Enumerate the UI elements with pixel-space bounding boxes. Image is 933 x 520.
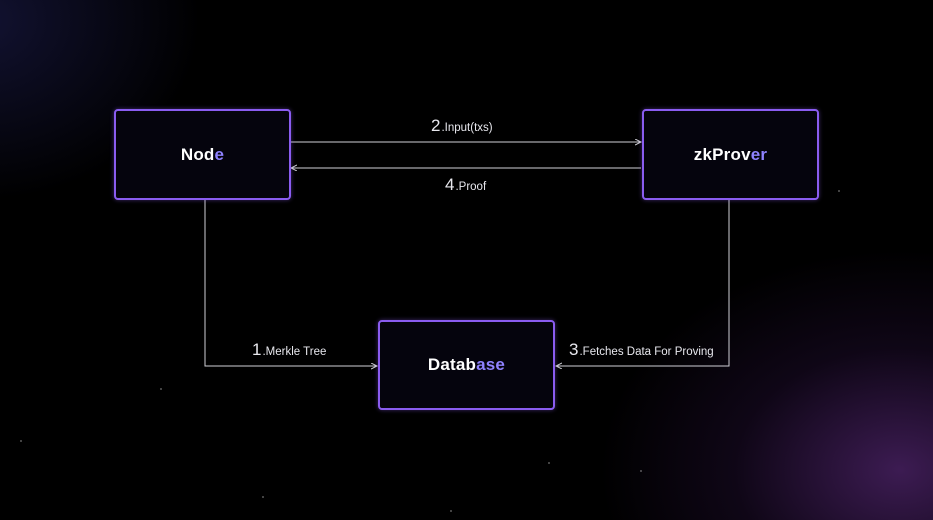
background-star xyxy=(640,470,642,472)
database-label: Database xyxy=(427,355,506,374)
background-star xyxy=(262,496,264,498)
background-star xyxy=(838,190,840,192)
input-label: 2.Input(txs) xyxy=(431,116,493,135)
background-star xyxy=(450,510,452,512)
database-box: Database xyxy=(378,320,555,410)
merkle-tree-label: 1.Merkle Tree xyxy=(252,340,327,359)
proof-label: 4.Proof xyxy=(445,175,487,194)
merkle-tree-connector xyxy=(204,200,377,366)
zkprover-box: zkProver xyxy=(642,109,819,200)
fetch-data-label: 3.Fetches Data For Proving xyxy=(569,340,714,359)
zkprover-label: zkProver xyxy=(693,144,768,164)
fetch-data-connector xyxy=(556,200,730,366)
background-star xyxy=(548,462,550,464)
background-star xyxy=(20,440,22,442)
background-star xyxy=(160,388,162,390)
node-label: Node xyxy=(180,144,225,164)
node-box: Node xyxy=(114,109,291,200)
